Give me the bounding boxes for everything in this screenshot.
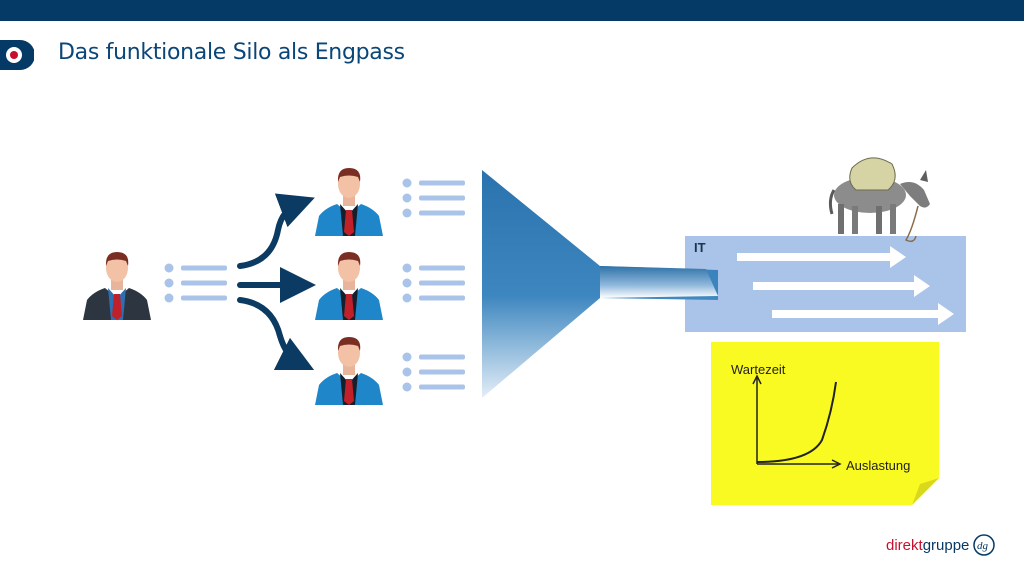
task-list: [402, 263, 465, 303]
brand-logo: direktgruppe: [886, 537, 970, 554]
manager-icon: [83, 252, 151, 320]
x-axis-label: Auslastung: [846, 458, 911, 473]
task-list: [402, 178, 465, 218]
task-list: [164, 263, 227, 303]
y-axis-label: Wartezeit: [731, 362, 786, 377]
arrow-icon: [237, 193, 316, 371]
donkey-icon: [828, 157, 930, 243]
employee-icon: [315, 337, 383, 405]
svg-text:dg: dg: [977, 540, 989, 552]
note-chart: [752, 374, 842, 469]
task-list: [402, 352, 465, 392]
logo-icon: [0, 40, 34, 70]
employee-icon: [315, 252, 383, 320]
flow-arrows: [737, 246, 954, 325]
page-title: Das funktionale Silo als Engpass: [58, 40, 405, 65]
brand-mark-icon: dg: [973, 534, 995, 556]
it-label: IT: [694, 240, 706, 255]
header-bar: [0, 0, 1024, 21]
employee-icon: [315, 168, 383, 236]
